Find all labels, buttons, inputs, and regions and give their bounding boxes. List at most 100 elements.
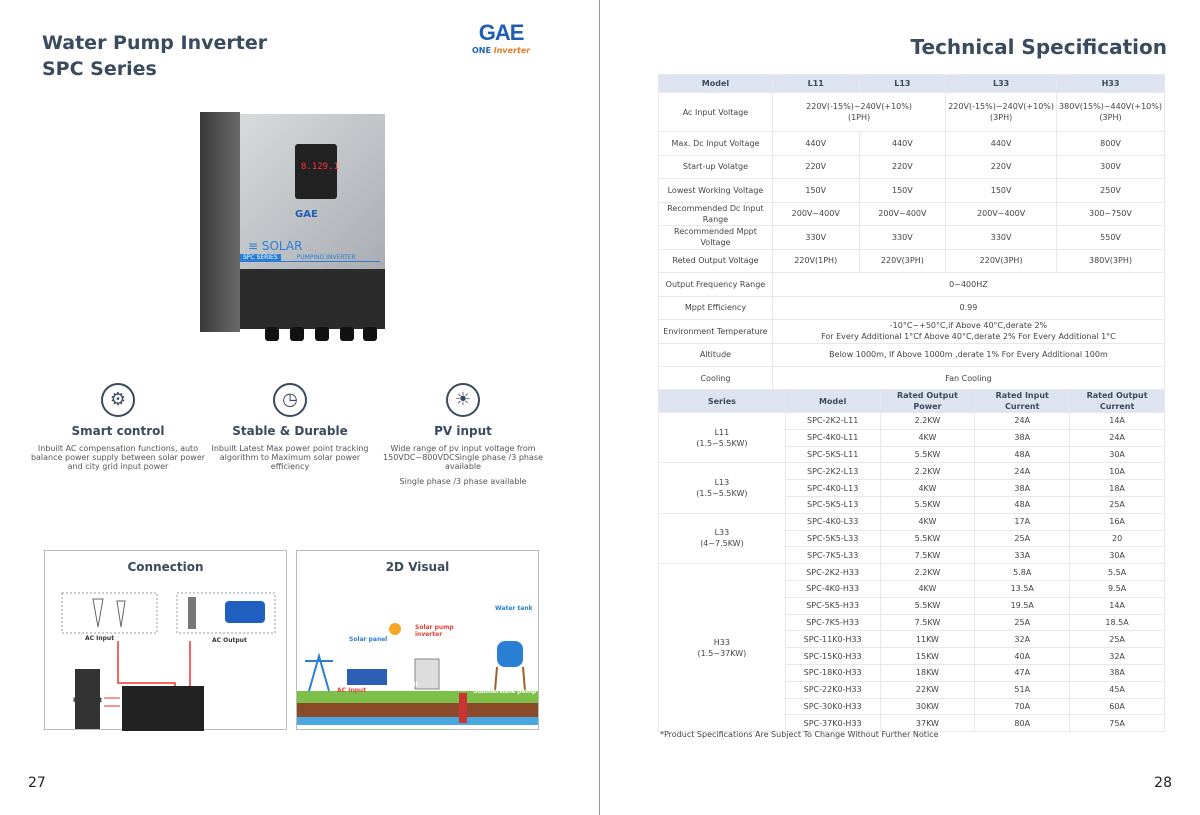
model-cell: 24A: [974, 462, 1071, 481]
model-cell: SPC-4K0-L11: [784, 428, 881, 447]
model-cell: 4KW: [879, 479, 976, 497]
spec-value: 440V: [771, 131, 860, 156]
model-cell: SPC-5K5-L33: [784, 529, 881, 548]
ac-l1: 220V(-15%)~240V(+10%): [806, 102, 912, 111]
footnote: *Product Specifications Are Subject To C…: [660, 730, 939, 739]
model-cell: 5.5KW: [879, 495, 976, 514]
spec-value: 220V: [945, 154, 1058, 179]
model-cell: SPC-5K5-L11: [784, 445, 881, 464]
spec-value: Below 1000m, If Above 1000m ,derate 1% F…: [771, 342, 1166, 367]
spec-value: 220V(-15%)~240V(+10%) (3PH): [945, 92, 1058, 132]
model-cell: 4KW: [879, 428, 976, 447]
model-cell: 4KW: [879, 512, 976, 531]
feature-text: Inbuilt Latest Max power point tracking …: [211, 444, 369, 471]
model-cell: SPC-15K0-H33: [784, 647, 881, 665]
spec-value: 220V: [771, 154, 860, 179]
cable-gland: [340, 327, 354, 341]
model-cell: 32A: [1069, 647, 1165, 665]
model-cell: SPC-30K0-H33: [784, 697, 881, 716]
device-bottom: [240, 269, 385, 329]
model-cell: 30KW: [879, 697, 976, 716]
spec-value: -10°C~+50°C,if Above 40°C,derate 2%For E…: [771, 319, 1166, 344]
spec-row: Environment Temperature-10°C~+50°C,if Ab…: [658, 319, 1166, 344]
model-cell: 9.5A: [1069, 579, 1165, 598]
cable-gland: [363, 327, 377, 341]
connection-title: Connection: [127, 560, 204, 574]
title-line-2: SPC Series: [42, 58, 157, 80]
spec-value: 200V~400V: [771, 201, 860, 226]
product-image: 8.129.1 GAE ≡ SOLAR SPC SERIES PUMPING I…: [200, 112, 385, 341]
model-cell: 5.5KW: [879, 445, 976, 464]
model-cell: 18.5A: [1069, 613, 1165, 632]
column-header: Rated Output Current: [1069, 389, 1165, 413]
model-cell: 2.2KW: [879, 412, 976, 430]
connection-diagram: [61, 592, 276, 731]
spec-value: 220V(3PH): [945, 248, 1058, 273]
ac-h33-phase: (3PH): [1099, 113, 1122, 122]
spec-value: 300~750V: [1056, 201, 1165, 226]
column-header: H33: [1056, 74, 1165, 93]
logo-sub-a: ONE: [472, 46, 494, 55]
series-name: L33: [714, 528, 730, 538]
model-cell: 48A: [974, 495, 1071, 514]
model-cell: 38A: [974, 479, 1071, 497]
spec-value: 0.99: [771, 295, 1166, 320]
spec-value-line: Fan Cooling: [945, 373, 992, 383]
title-line-1: Water Pump Inverter: [42, 32, 268, 54]
model-cell: 4KW: [879, 579, 976, 598]
column-header: Rated Input Current: [974, 389, 1071, 413]
model-cell: 48A: [974, 445, 1071, 464]
series-cell: L33(4~7.5KW): [658, 512, 786, 565]
visual-panel: 2D Visual Water tank Solar panel Solar p…: [296, 550, 539, 730]
model-cell: 51A: [974, 680, 1071, 699]
ac-l33-phase: (3PH): [990, 113, 1013, 122]
spec-value-line: 0~400HZ: [949, 279, 988, 289]
sun-icon: ☀: [446, 383, 480, 417]
spec-label: Output Frequency Range: [658, 272, 773, 297]
spec-label: Recommended Mppt Voltage: [658, 225, 773, 250]
spec-label: Altitude: [658, 342, 773, 367]
model-cell: 25A: [1069, 495, 1165, 514]
cable-gland: [315, 327, 329, 341]
model-cell: 37KW: [879, 714, 976, 733]
model-cell: 80A: [974, 714, 1071, 733]
model-cell: 75A: [1069, 714, 1165, 733]
spec-value: 330V: [858, 225, 947, 250]
model-cell: 38A: [1069, 663, 1165, 682]
model-cell: 70A: [974, 697, 1071, 716]
spec-label: Max. Dc Input Voltage: [658, 131, 773, 156]
model-cell: 2.2KW: [879, 462, 976, 481]
model-cell: 10A: [1069, 462, 1165, 481]
ac-l33: 220V(-15%)~240V(+10%): [948, 102, 1055, 111]
connection-panel: Connection AC Input AC Output PV Input: [44, 550, 287, 731]
spec-value: 150V: [771, 178, 860, 203]
model-cell: SPC-18K0-H33: [784, 663, 881, 682]
series-range: (1.5~37KW): [697, 648, 747, 658]
series-name: L13: [714, 478, 730, 488]
model-cell: 32A: [974, 630, 1071, 649]
model-cell: SPC-2K2-L13: [784, 462, 881, 481]
spec-value: 150V: [945, 178, 1058, 203]
model-cell: 7.5KW: [879, 546, 976, 565]
model-cell: SPC-22K0-H33: [784, 680, 881, 699]
device-solar-label: ≡ SOLAR: [248, 239, 303, 253]
spec-value-line: -10°C~+50°C,if Above 40°C,derate 2%: [889, 321, 1048, 331]
model-cell: 22KW: [879, 680, 976, 699]
